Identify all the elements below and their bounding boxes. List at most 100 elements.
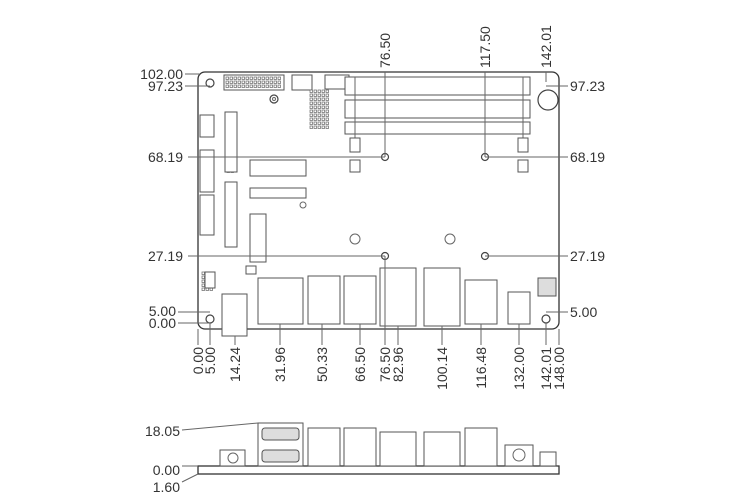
header-pin <box>233 84 237 88</box>
dim-bottom-100: 100.14 <box>434 347 450 390</box>
header-pin <box>321 113 325 117</box>
header-pin <box>321 101 325 105</box>
header-pin <box>245 80 249 84</box>
header-pin <box>257 76 261 80</box>
dim-bottom-14: 14.24 <box>227 347 243 382</box>
header-pin <box>309 89 313 93</box>
header-pin <box>309 117 313 121</box>
dim-bottom-0: 0.00 <box>190 347 206 374</box>
dim-left-27: 27.19 <box>148 248 183 264</box>
dim-left-102: 102.00 <box>140 66 183 82</box>
header-pin <box>261 76 265 80</box>
m2-slot-3 <box>249 213 267 263</box>
dim-bottom-116: 116.48 <box>473 347 489 389</box>
header-pin <box>261 84 265 88</box>
header-pin <box>321 105 325 109</box>
header-pin <box>269 76 273 80</box>
header-pin <box>229 76 233 80</box>
dim-bottom-66: 66.50 <box>352 347 368 382</box>
header-pin <box>325 125 329 129</box>
left-header-block <box>224 111 238 173</box>
header-pin <box>225 80 229 84</box>
header-pin <box>325 113 329 117</box>
header-pin <box>317 101 321 105</box>
header-pin <box>249 80 253 84</box>
header-pin <box>325 97 329 101</box>
dim-top-142: 142.01 <box>538 25 554 68</box>
left-header-block-2 <box>224 181 238 248</box>
header-pin <box>201 275 205 279</box>
header-pin <box>309 121 313 125</box>
header-pin <box>277 80 281 84</box>
header-pin <box>317 97 321 101</box>
fan-header <box>199 114 215 138</box>
side-dim-18: 18.05 <box>145 423 180 439</box>
header-pin <box>321 117 325 121</box>
header-pin <box>309 113 313 117</box>
dim-right-68: 68.19 <box>570 149 605 165</box>
header-pin <box>317 113 321 117</box>
header-pin <box>257 80 261 84</box>
battery-cell <box>537 89 559 111</box>
rear-io-ports <box>221 267 557 337</box>
dim-bottom-76: 76.50 <box>377 347 393 382</box>
header-pin <box>225 76 229 80</box>
side-audio <box>504 444 534 467</box>
rj45-port-1 <box>379 267 417 327</box>
heatsink-hole-1 <box>349 233 361 245</box>
side-usb-3 <box>464 427 498 467</box>
header-pin <box>309 93 313 97</box>
header-pin <box>241 76 245 80</box>
header-pin <box>277 84 281 88</box>
header-pin <box>201 287 205 291</box>
header-pin <box>309 125 313 129</box>
header-pin <box>261 80 265 84</box>
header-pin <box>237 80 241 84</box>
header-pin <box>265 80 269 84</box>
header-pin <box>321 125 325 129</box>
header-pin <box>325 93 329 97</box>
header-pin <box>325 101 329 105</box>
header-pin <box>241 80 245 84</box>
header-pin <box>313 89 317 93</box>
sata-connector <box>199 149 215 193</box>
header-pin <box>233 80 237 84</box>
dim-left-97: 97.23 <box>148 78 183 94</box>
side-board <box>197 465 560 475</box>
heatsink-hole-3 <box>299 201 307 209</box>
header-pin <box>241 84 245 88</box>
side-rj45-1 <box>379 431 417 467</box>
hdmi-port <box>257 277 304 325</box>
bios-header <box>204 271 216 289</box>
header-pin <box>249 76 253 80</box>
header-pin <box>245 76 249 80</box>
header-pin <box>309 105 313 109</box>
header-pin <box>325 105 329 109</box>
usb-port-3 <box>464 279 498 325</box>
header-pin <box>313 117 317 121</box>
header-pin <box>253 84 257 88</box>
dim-bottom-132: 132.00 <box>511 347 527 390</box>
header-pin <box>309 97 313 101</box>
side-dim-1-6: 1.60 <box>153 479 180 495</box>
header-pin <box>325 89 329 93</box>
header-pin <box>249 84 253 88</box>
dim-top-76: 76.50 <box>377 33 393 68</box>
header-pin <box>273 80 277 84</box>
dim-right-97: 97.23 <box>570 78 605 94</box>
header-pin <box>309 101 313 105</box>
dim-right-5: 5.00 <box>570 304 597 320</box>
dc-jack <box>221 293 248 337</box>
side-dim-0: 0.00 <box>153 462 180 478</box>
header-pin <box>313 125 317 129</box>
header-pin <box>313 101 317 105</box>
side-audio-hole <box>512 448 526 462</box>
header-pin <box>317 105 321 109</box>
top-view: 102.00 97.23 68.19 27.19 5.00 0.00 97.23… <box>140 25 605 390</box>
side-hdmi-upper <box>261 427 300 441</box>
dim-bottom-5: 5.00 <box>202 347 218 374</box>
audio-jack <box>507 291 531 325</box>
header-pin <box>313 93 317 97</box>
dim-bottom-142: 142.01 <box>538 347 554 390</box>
